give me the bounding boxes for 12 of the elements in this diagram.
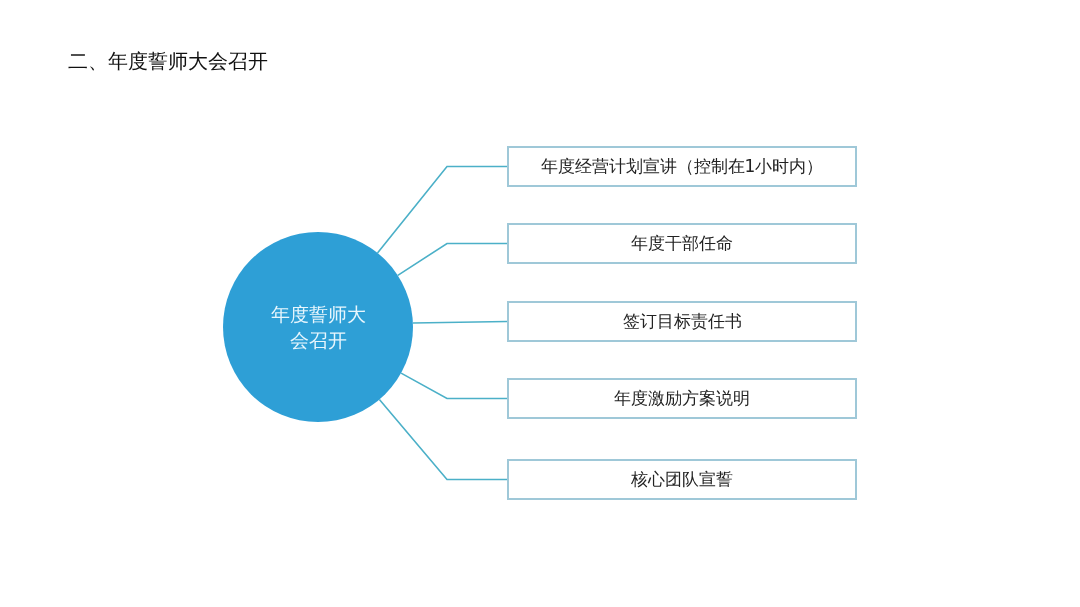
connector-line xyxy=(397,242,508,277)
connector-line xyxy=(400,372,508,400)
connector-line xyxy=(378,398,508,481)
connector-line xyxy=(412,320,508,324)
topic-box: 年度干部任命 xyxy=(507,223,857,264)
topic-box: 核心团队宣誓 xyxy=(507,459,857,500)
topic-box: 年度经营计划宣讲（控制在1小时内） xyxy=(507,146,857,187)
topic-box: 年度激励方案说明 xyxy=(507,378,857,419)
connector-line xyxy=(376,165,508,254)
heading: 二、年度誓师大会召开 xyxy=(68,48,268,75)
hub-circle: 年度誓师大会召开 xyxy=(223,232,413,422)
topic-box: 签订目标责任书 xyxy=(507,301,857,342)
